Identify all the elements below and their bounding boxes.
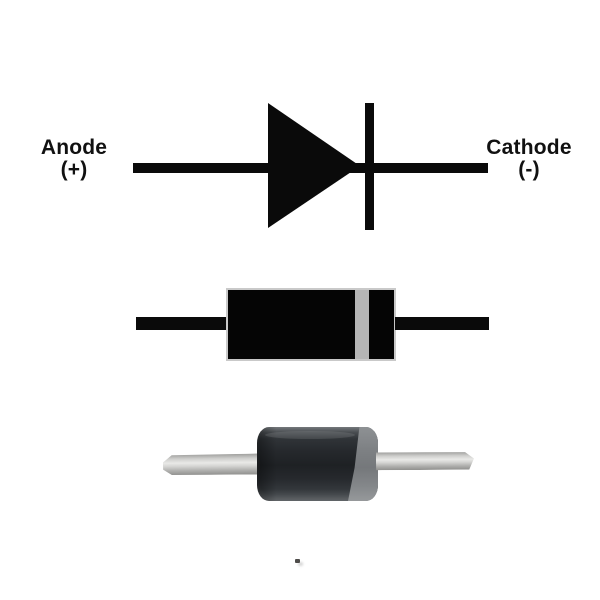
cathode-label: Cathode (-) <box>474 137 584 181</box>
cathode-polarity-text: (-) <box>518 158 540 181</box>
anode-label-text: Anode <box>40 136 108 159</box>
package-left-lead <box>136 317 227 330</box>
diode-cathode-bar-icon <box>365 103 374 230</box>
anode-polarity-text: (+) <box>60 158 88 181</box>
photo-left-lead <box>163 453 260 475</box>
photo-body-highlight <box>265 431 355 439</box>
anode-label: Anode (+) <box>19 137 129 181</box>
package-right-lead <box>395 317 489 330</box>
package-body <box>226 288 396 361</box>
photo-body <box>257 427 378 501</box>
package-cathode-band <box>355 290 369 359</box>
dust-speck <box>295 559 300 563</box>
cathode-label-text: Cathode <box>486 136 572 159</box>
photo-cathode-cap <box>348 427 378 501</box>
photo-right-lead <box>376 452 474 471</box>
diode-triangle-icon <box>268 103 360 228</box>
